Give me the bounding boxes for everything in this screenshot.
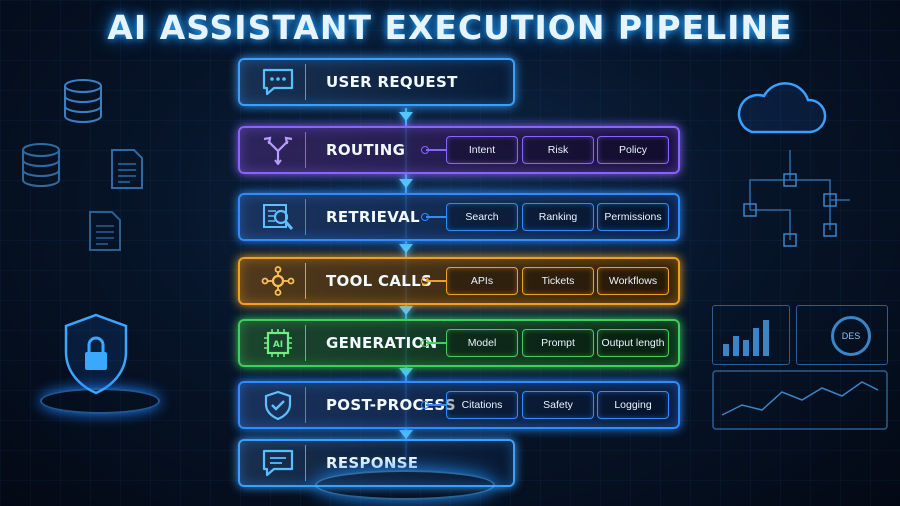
flow-arrow bbox=[399, 112, 413, 121]
shield-platform bbox=[40, 388, 160, 414]
chip: APIs bbox=[446, 267, 518, 295]
bar-graph-icon bbox=[723, 320, 769, 356]
search-document-icon bbox=[250, 199, 306, 235]
chip: Citations bbox=[446, 391, 518, 419]
network-nodes-icon bbox=[743, 150, 850, 247]
cloud-icon bbox=[737, 82, 827, 134]
flow-arrow bbox=[399, 179, 413, 188]
stage-post-process: POST-PROCESS Citations Safety Logging bbox=[238, 381, 680, 429]
shield-check-icon bbox=[250, 387, 306, 423]
chip: Intent bbox=[446, 136, 518, 164]
dashboard-panel bbox=[712, 305, 790, 365]
stage-label: RESPONSE bbox=[326, 454, 419, 472]
response-platform bbox=[315, 470, 495, 500]
chip: Workflows bbox=[597, 267, 669, 295]
flow-arrow bbox=[399, 430, 413, 439]
stage-label: GENERATION bbox=[326, 334, 438, 352]
stage-user-request: USER REQUEST bbox=[238, 58, 515, 106]
routing-arrows-icon bbox=[250, 132, 306, 168]
svg-text:AI: AI bbox=[272, 340, 282, 350]
page-title: AI ASSISTANT EXECUTION PIPELINE bbox=[107, 8, 793, 47]
chip: Risk bbox=[522, 136, 594, 164]
stage-connector bbox=[421, 401, 446, 409]
message-icon bbox=[250, 445, 306, 481]
stage-label: USER REQUEST bbox=[326, 73, 458, 91]
stage-label: ROUTING bbox=[326, 141, 406, 159]
stage-connector bbox=[421, 277, 446, 285]
flow-arrow bbox=[399, 306, 413, 315]
flow-arrow bbox=[399, 368, 413, 377]
document-icon bbox=[89, 211, 121, 251]
gauge-ring-text: DES bbox=[841, 331, 861, 341]
chip: Logging bbox=[597, 391, 669, 419]
gauge-panel: DES bbox=[796, 305, 888, 365]
document-icon bbox=[111, 149, 143, 189]
chip: Safety bbox=[522, 391, 594, 419]
shield-lock-icon bbox=[64, 313, 128, 395]
chip: Permissions bbox=[597, 203, 669, 231]
chip: Search bbox=[446, 203, 518, 231]
database-icon bbox=[64, 79, 102, 123]
stage-routing: ROUTING Intent Risk Policy bbox=[238, 126, 680, 174]
ai-chip-icon: AI bbox=[250, 325, 306, 361]
stage-tool-calls: TOOL CALLS APIs Tickets Workflows bbox=[238, 257, 680, 305]
stage-retrieval: RETRIEVAL Search Ranking Permissions bbox=[238, 193, 680, 241]
stage-label: POST-PROCESS bbox=[326, 396, 456, 414]
chip: Prompt bbox=[522, 329, 594, 357]
chip: Ranking bbox=[522, 203, 594, 231]
stage-connector bbox=[421, 146, 446, 154]
chip: Tickets bbox=[522, 267, 594, 295]
chip: Model bbox=[446, 329, 518, 357]
line-graph-panel bbox=[712, 370, 888, 430]
stage-label: RETRIEVAL bbox=[326, 208, 420, 226]
stage-connector bbox=[421, 213, 446, 221]
flow-arrow bbox=[399, 244, 413, 253]
stage-generation: AI GENERATION Model Prompt Output length bbox=[238, 319, 680, 367]
chat-bubble-icon bbox=[250, 64, 306, 100]
database-icon bbox=[22, 143, 60, 187]
chip: Output length bbox=[597, 329, 669, 357]
chip: Policy bbox=[597, 136, 669, 164]
stage-connector bbox=[421, 339, 446, 347]
tool-nodes-icon bbox=[250, 263, 306, 299]
gauge-ring: DES bbox=[831, 316, 871, 356]
stage-label: TOOL CALLS bbox=[326, 272, 433, 290]
